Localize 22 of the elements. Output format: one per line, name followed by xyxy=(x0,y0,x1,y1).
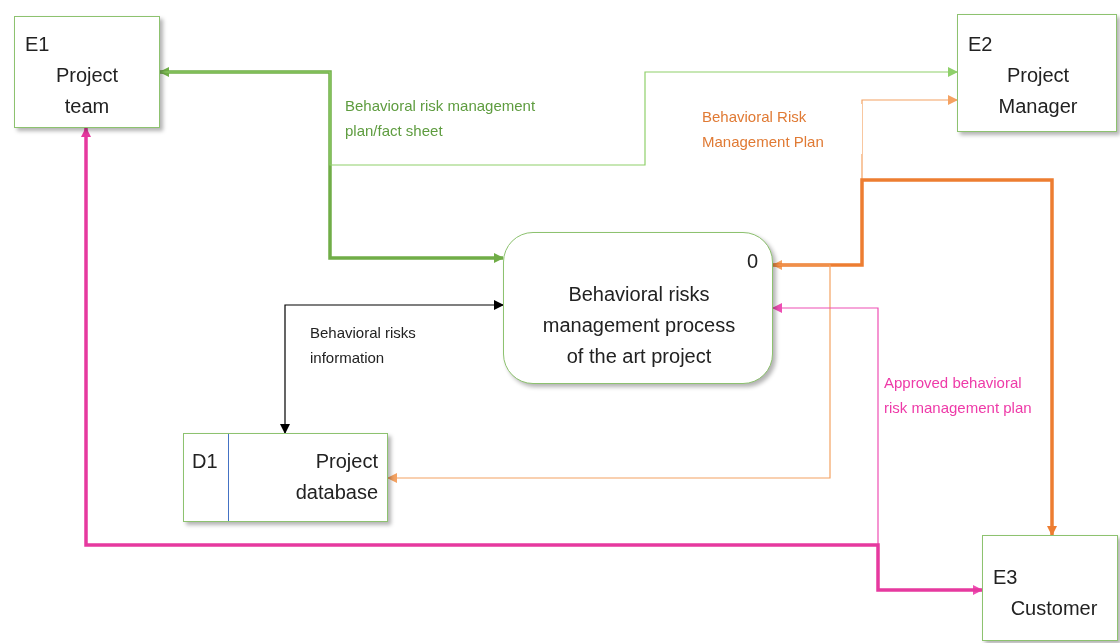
arrow xyxy=(159,67,958,166)
arrow xyxy=(387,264,831,483)
arrow xyxy=(159,67,504,263)
arrow xyxy=(280,300,504,434)
arrow xyxy=(81,127,982,592)
node-id: 0 xyxy=(745,249,758,274)
data-store-box xyxy=(183,433,388,522)
external-entity-box xyxy=(982,535,1118,641)
external-entity-box xyxy=(957,14,1117,132)
node-label: Project database xyxy=(294,449,378,505)
node-id: D1 xyxy=(192,449,219,474)
edge-label: Behavioral Risk Management Plan xyxy=(702,104,862,154)
arrow xyxy=(773,178,1057,536)
node-id: E2 xyxy=(968,32,994,57)
node-label: Customer xyxy=(1009,596,1099,621)
node-label: Project Manager xyxy=(997,63,1079,119)
external-entity-box xyxy=(14,16,160,128)
node-id: E1 xyxy=(25,32,51,57)
node-id: E3 xyxy=(993,565,1019,590)
node-label: Behavioral risks management process of the art project xyxy=(541,282,737,369)
node-label: Project team xyxy=(54,63,120,119)
process-box xyxy=(503,232,773,384)
